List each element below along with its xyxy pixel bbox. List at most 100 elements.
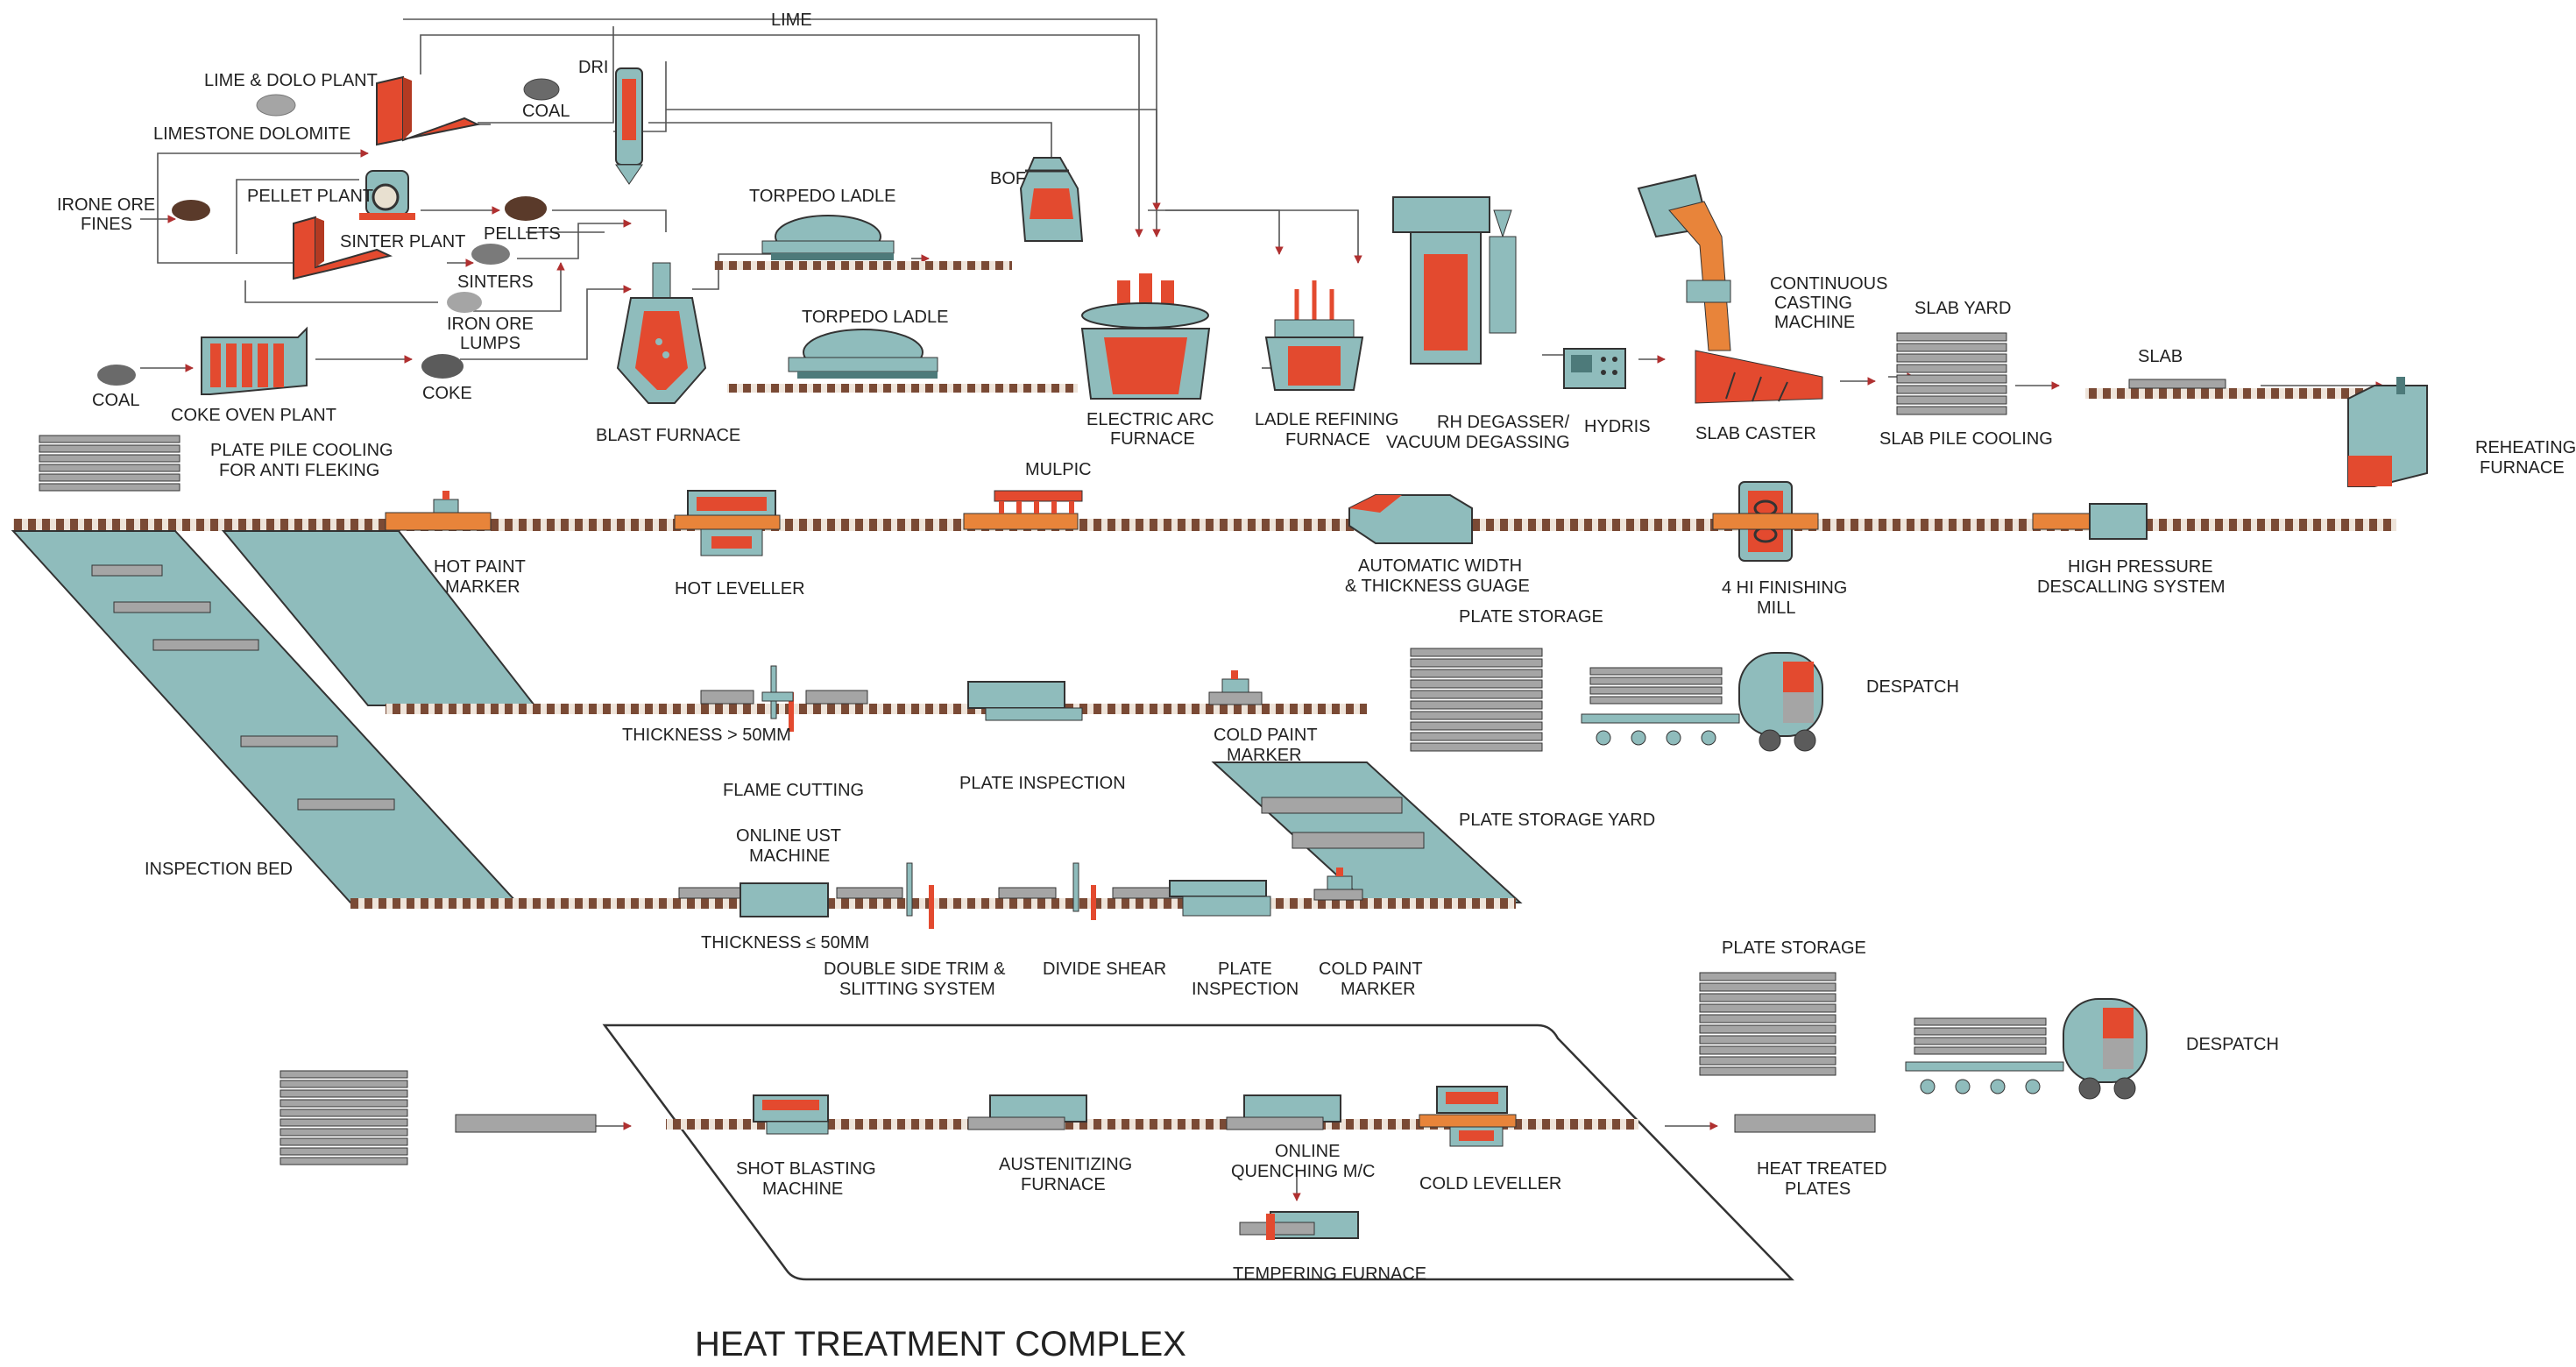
label-shot-blast-2: MACHINE: [762, 1179, 843, 1199]
inspection-bed: [11, 530, 520, 903]
material-flow-lines: [140, 18, 2384, 1201]
label-tempering: TEMPERING FURNACE: [1233, 1264, 1426, 1284]
label-slab-pile-cooling: SLAB PILE COOLING: [1879, 429, 2053, 449]
label-online-ust-1: ONLINE UST: [736, 826, 841, 846]
label-pellets: PELLETS: [484, 224, 561, 244]
four-hi-finishing-mill: [1712, 481, 1819, 562]
label-bof: BOF: [990, 169, 1026, 188]
label-austen-2: FURNACE: [1021, 1175, 1106, 1194]
label-coke: COKE: [422, 384, 472, 403]
heat-treatment-complex-boundary: [602, 1023, 1794, 1281]
cold-paint-marker-2: [1313, 868, 1363, 901]
label-cold-paint-1b: MARKER: [1227, 746, 1302, 765]
high-pressure-descaling-system: [2032, 503, 2148, 540]
label-thickness-le: THICKNESS ≤ 50MM: [701, 933, 869, 953]
double-side-trim-unit: [906, 862, 934, 929]
plate-storage-stack-1: [1410, 648, 1543, 752]
label-heat-treated-2: PLATES: [1785, 1179, 1851, 1199]
ht-input-plate: [455, 1114, 597, 1133]
limestone-pile: [256, 94, 296, 117]
plate-storage-yard: [1211, 761, 1523, 903]
iron-ore-fines-pile: [172, 200, 210, 221]
plate-storage-stack-2: [1699, 972, 1836, 1076]
label-flame-cutting: FLAME CUTTING: [723, 781, 864, 800]
online-quenching-machine: [1226, 1094, 1341, 1130]
label-lime: LIME: [771, 11, 812, 30]
divide-shear-unit: [1072, 862, 1096, 920]
label-iron-ore-lumps-2: LUMPS: [460, 334, 520, 353]
label-coal-left: COAL: [92, 391, 139, 410]
coal-pile-left: [97, 365, 136, 386]
label-4hi-2: MILL: [1757, 599, 1795, 618]
label-reheating-2: FURNACE: [2480, 458, 2565, 478]
cold-paint-marker-1: [1208, 670, 1263, 705]
label-4hi-1: 4 HI FINISHING: [1722, 578, 1847, 598]
ht-roller-line: [666, 1119, 1638, 1130]
label-plate-storage-2: PLATE STORAGE: [1722, 938, 1866, 958]
label-thickness-gt: THICKNESS > 50MM: [622, 726, 791, 745]
label-cold-paint-1a: COLD PAINT: [1214, 726, 1318, 745]
label-cold-paint-2b: MARKER: [1341, 980, 1416, 999]
label-rh-2: VACUUM DEGASSING: [1386, 433, 1570, 452]
label-plate-storage-1: PLATE STORAGE: [1459, 607, 1603, 627]
coal-pile-top: [523, 78, 560, 101]
pellets-pile: [505, 196, 547, 221]
heat-treatment-complex-title: HEAT TREATMENT COMPLEX: [695, 1325, 1186, 1363]
label-plate-storage-yard: PLATE STORAGE YARD: [1459, 811, 1655, 830]
label-slab: SLAB: [2138, 347, 2183, 366]
hot-leveller: [674, 490, 781, 556]
sinter-plant: [293, 216, 393, 280]
cold-leveller: [1419, 1086, 1517, 1147]
label-quench-2: QUENCHING M/C: [1231, 1162, 1375, 1181]
label-plate-inspection-1: PLATE INSPECTION: [959, 774, 1126, 793]
label-mulpic: MULPIC: [1025, 460, 1092, 479]
label-dst-1: DOUBLE SIDE TRIM &: [824, 960, 1006, 979]
label-hot-paint-2: MARKER: [445, 577, 520, 597]
label-hpds-2: DESCALLING SYSTEM: [2037, 577, 2226, 597]
label-limestone-dolomite: LIMESTONE DOLOMITE: [153, 124, 350, 144]
torpedo-ladle-2: [727, 329, 1078, 393]
austenitizing-furnace: [967, 1094, 1087, 1130]
label-dri: DRI: [578, 58, 608, 77]
reheating-furnace: [2347, 377, 2428, 487]
slab-roller-line: [2085, 379, 2401, 399]
tempering-furnace: [1239, 1211, 1359, 1240]
label-shot-blast-1: SHOT BLASTING: [736, 1159, 876, 1179]
despatch-truck-1: [1581, 652, 1823, 752]
label-quench-1: ONLINE: [1275, 1142, 1340, 1161]
label-coal-top: COAL: [522, 102, 570, 121]
label-online-ust-2: MACHINE: [749, 846, 830, 866]
despatch-truck-2: [1905, 998, 2148, 1100]
torpedo-ladle-1: [714, 215, 1012, 270]
label-rh-1: RH DEGASSER/: [1437, 413, 1570, 432]
dri-reactor: [615, 67, 643, 185]
plate-inspection-unit-2: [1169, 880, 1271, 917]
label-ccm-3: MACHINE: [1774, 313, 1855, 332]
label-hot-leveller: HOT LEVELLER: [675, 579, 805, 599]
label-eaf-1: ELECTRIC ARC: [1086, 410, 1214, 429]
label-plate-insp-2a: PLATE: [1218, 960, 1272, 979]
label-divide-shear: DIVIDE SHEAR: [1043, 960, 1166, 979]
sinters-pile: [471, 244, 510, 265]
label-reheating-1: REHEATING: [2475, 438, 2576, 457]
label-awtg-2: & THICKNESS GUAGE: [1345, 577, 1530, 596]
hydris-unit: [1563, 348, 1626, 389]
label-coke-oven-plant: COKE OVEN PLANT: [171, 406, 336, 425]
label-austen-1: AUSTENITIZING: [999, 1155, 1132, 1174]
mulpic-unit: [963, 490, 1083, 530]
label-dst-2: SLITTING SYSTEM: [839, 980, 995, 999]
label-cold-paint-2a: COLD PAINT: [1319, 960, 1423, 979]
bof-converter: [1019, 157, 1084, 242]
ht-input-plate-stack: [280, 1070, 408, 1165]
label-blast-furnace: BLAST FURNACE: [596, 426, 740, 445]
continuous-casting-machine: [1637, 174, 1823, 404]
diagram-labels: LIME LIME & DOLO PLANT LIMESTONE DOLOMIT…: [57, 11, 2576, 1363]
label-lrf-1: LADLE REFINING: [1255, 410, 1398, 429]
thick-plate-line: [386, 690, 1367, 714]
online-ust-machine: [740, 882, 829, 917]
lime-dolo-plant: [376, 75, 481, 146]
label-awtg-1: AUTOMATIC WIDTH: [1358, 556, 1522, 576]
ladle-refining-furnace: [1264, 280, 1364, 391]
hot-paint-marker: [385, 491, 492, 531]
